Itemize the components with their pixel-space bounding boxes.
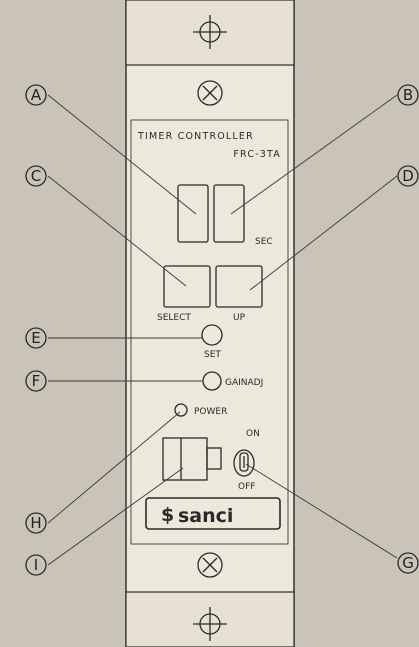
svg-text:G: G [402,554,414,572]
up-button[interactable] [215,265,263,308]
on-label: ON [246,429,260,439]
gainadj-label: GAINADJ [225,378,263,388]
leader-c [47,175,187,287]
callout-h: H [25,512,47,534]
fuse-holder[interactable] [162,437,222,481]
bottom-screw-icon [197,552,223,578]
leader-h [47,411,181,524]
power-led [174,403,188,417]
display-digit-ones [213,184,245,243]
set-button[interactable] [201,324,223,346]
leader-i [47,467,184,566]
brand-logo: $ sanci [145,497,281,530]
callout-g: G [397,552,419,574]
leader-a [47,94,197,215]
panel-title: TIMER CONTROLLER [137,131,254,142]
off-label: OFF [238,482,255,492]
svg-text:H: H [30,514,41,532]
up-label: UP [233,313,246,323]
callout-f: F [25,370,47,392]
svg-text:F: F [32,372,41,390]
leader-g [245,463,398,559]
power-toggle-switch[interactable] [233,449,255,477]
top-mount-hole-icon [193,15,227,49]
callout-i: I [25,554,47,576]
top-screw-icon [197,80,223,106]
callout-a: A [25,84,47,106]
svg-text:E: E [31,329,40,347]
svg-text:D: D [402,167,414,185]
svg-text:A: A [31,86,42,104]
display-digit-tens [177,184,209,243]
select-button[interactable] [163,265,211,308]
callout-b: B [397,84,419,106]
svg-text:$: $ [161,504,174,526]
callout-c: C [25,165,47,187]
svg-text:C: C [31,167,41,185]
sec-label: SEC [255,237,273,247]
set-label: SET [204,350,221,360]
svg-text:I: I [34,556,38,574]
brand-name: sanci [178,505,233,527]
power-label: POWER [194,407,227,417]
front-panel [125,0,295,647]
select-label: SELECT [157,313,191,323]
callout-e: E [25,327,47,349]
svg-text:B: B [403,86,413,104]
bottom-mount-hole-icon [193,607,227,641]
leader-b [230,94,398,215]
model-number: FRC-3TA [233,149,281,160]
callout-leaders [47,94,398,566]
callout-d: D [397,165,419,187]
leader-d [249,175,398,291]
